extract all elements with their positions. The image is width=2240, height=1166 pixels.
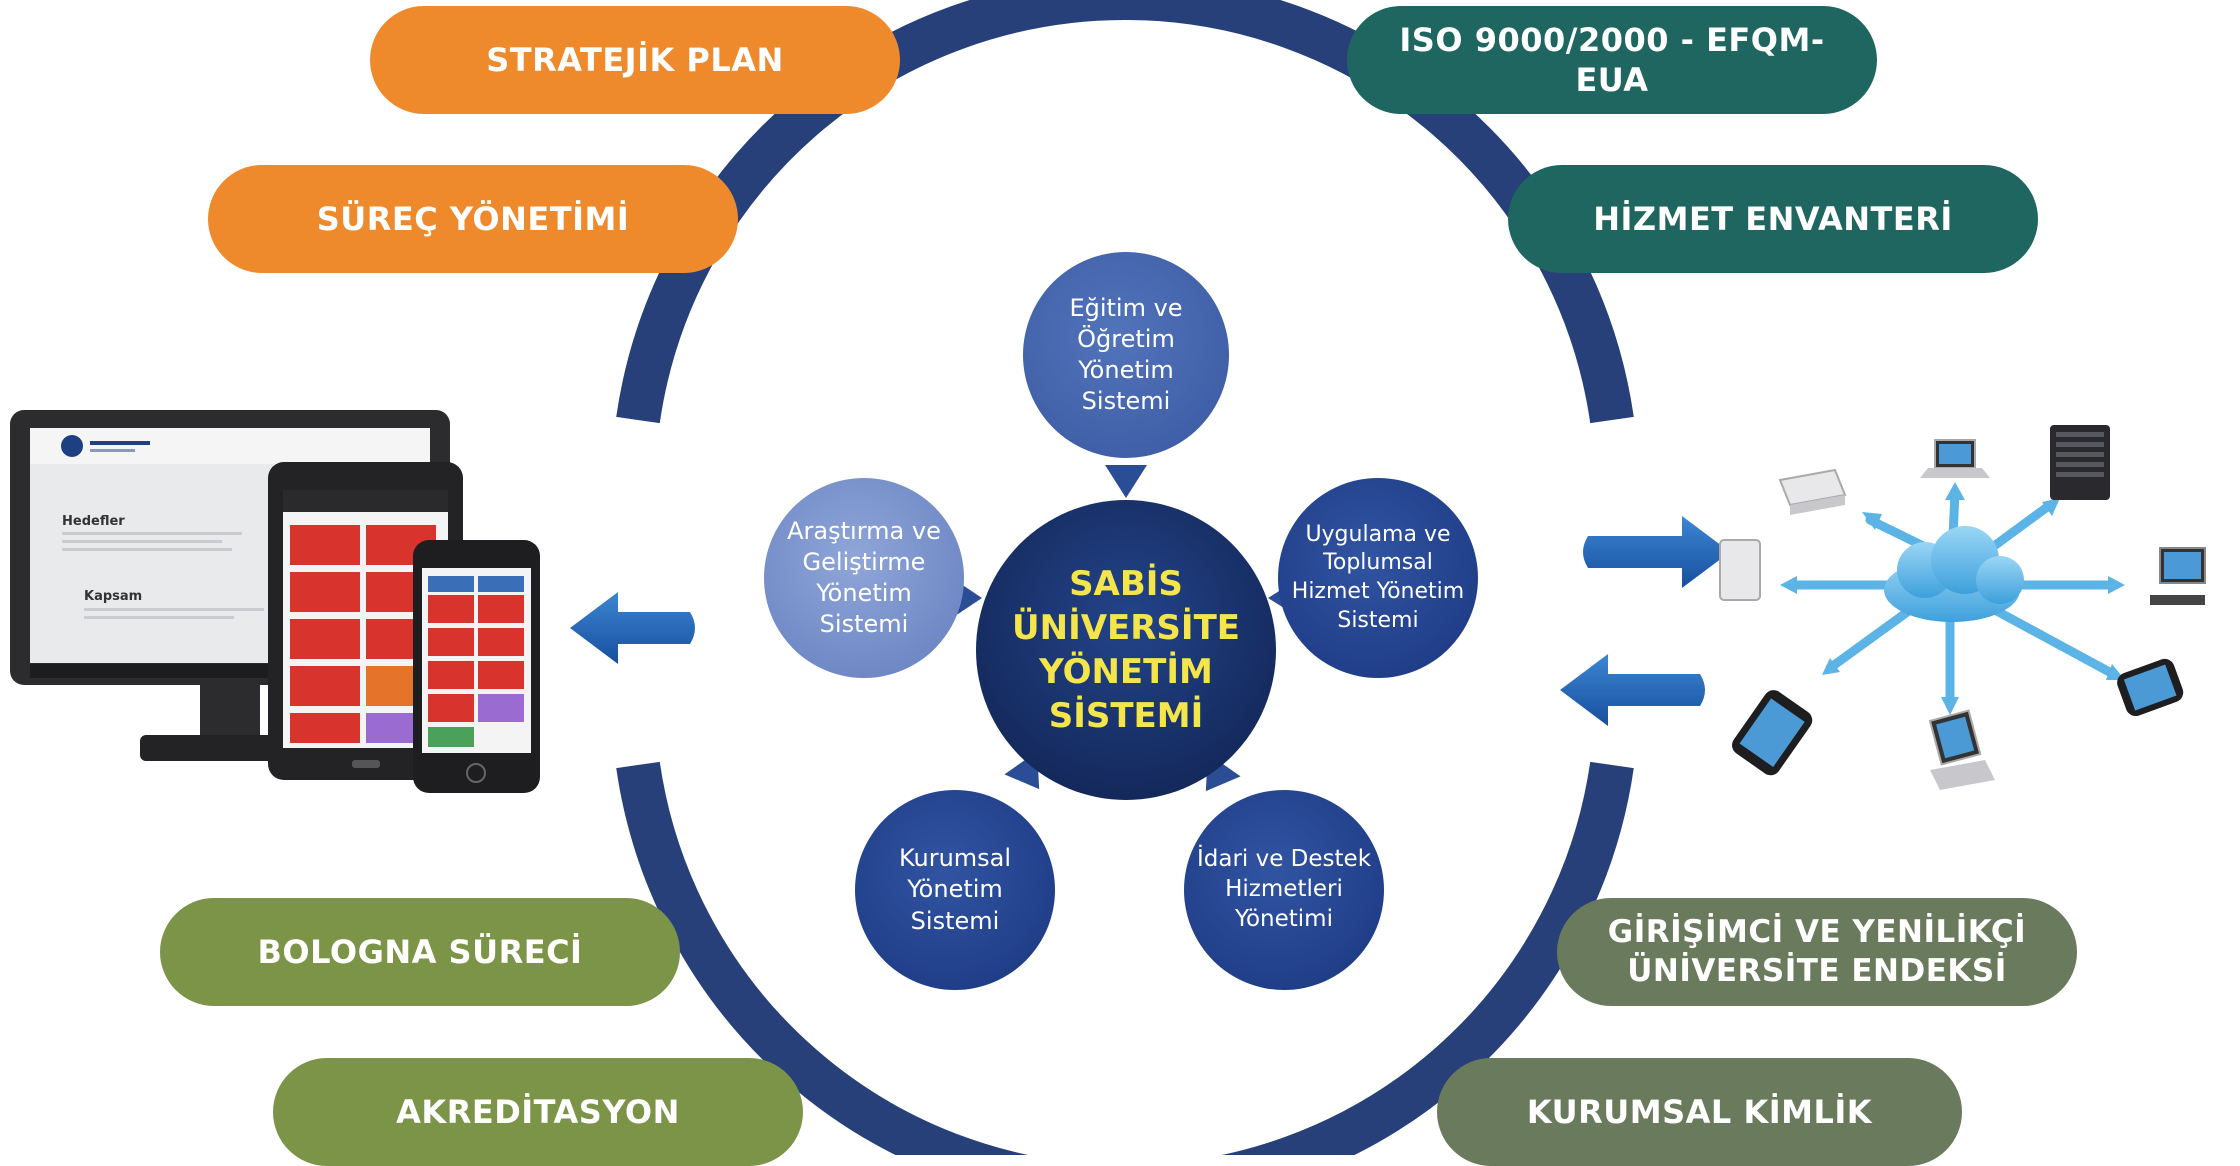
network-arrowheads [1780,482,2125,715]
pill-stratejik-plan[interactable]: STRATEJİK PLAN [370,6,900,114]
label-idari: İdari ve Destek Hizmetleri Yönetimi [1196,846,1372,932]
pill-girisimci-line1: GİRİŞİMCİ VE YENİLİKÇİ [1607,914,2027,951]
satellite-uygulama [1278,478,1478,678]
laptop-bottom-icon [1928,709,1995,790]
label-egitim: Eğitim ve Öğretim Yönetim Sistemi [1069,293,1183,416]
pill-kurumsal-kimlik[interactable]: KURUMSAL KİMLİK [1437,1058,1962,1166]
workstation-icon [2150,547,2206,605]
screen-heading-1: Hedefler [62,514,125,529]
satellite-egitim [1023,252,1229,458]
center-circle [976,500,1276,800]
pill-hizmet-envanteri[interactable]: HİZMET ENVANTERİ [1508,165,2038,273]
center-label: SABİS ÜNİVERSİTE YÖNETİM SİSTEMİ [1012,563,1240,737]
satellite-kurumsal [855,790,1055,990]
laptop-icon [1920,439,1990,478]
pill-girisimci-line2: ÜNİVERSİTE ENDEKSİ [1627,953,2007,989]
pill-girisimci[interactable]: GİRİŞİMCİ VE YENİLİKÇİ ÜNİVERSİTE ENDEKS… [1557,898,2077,1006]
desktop-pc-icon [1719,539,1761,601]
label-uygulama: Uygulama ve Toplumsal Hizmet Yönetim Sis… [1291,521,1465,633]
server-icon [2050,425,2110,500]
satellite-idari [1184,790,1384,990]
right-arrow-out-icon [1560,654,1705,726]
pill-bologna[interactable]: BOLOGNA SÜRECİ [160,898,680,1006]
label-kurumsal: Kurumsal Yönetim Sistemi [898,844,1012,935]
router-icon [1778,468,1847,515]
pill-akreditasyon[interactable]: AKREDİTASYON [273,1058,803,1166]
smartphone-icon [413,540,540,793]
phone-icon-left [1732,690,1813,776]
left-arrow-icon [570,592,695,664]
satellite-arastirma [764,478,964,678]
pill-iso[interactable]: ISO 9000/2000 - EFQM-EUA [1347,6,1877,114]
screen-heading-2: Kapsam [84,589,142,604]
pill-surec-yonetimi[interactable]: SÜREÇ YÖNETİMİ [208,165,738,273]
right-arrow-in-icon [1583,516,1730,588]
label-arastirma: Araştırma ve Geliştirme Yönetim Sistemi [787,516,941,639]
phone-icon-right [2117,658,2184,717]
cloud-icon [1884,526,2024,622]
